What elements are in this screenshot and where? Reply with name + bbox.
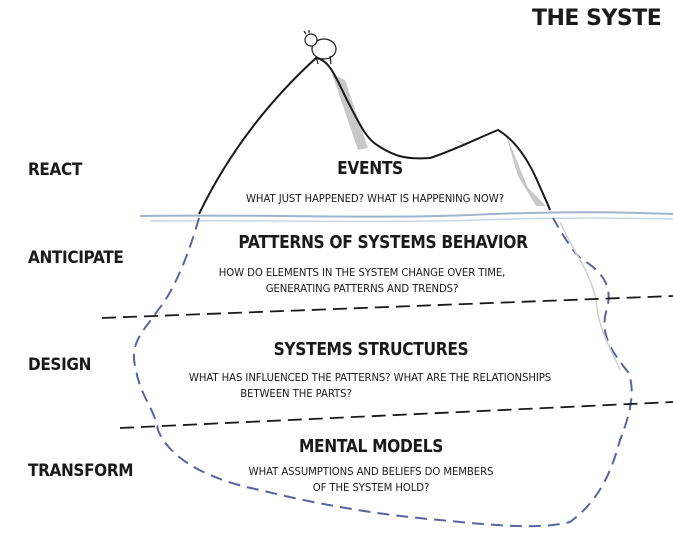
page-title: THE SYSTE	[532, 6, 662, 31]
divider-1	[101, 295, 673, 319]
water-line	[139, 211, 673, 218]
water-line-2	[149, 217, 673, 223]
level-question-patterns-1: HOW DO ELEMENTS IN THE SYSTEM CHANGE OVE…	[218, 266, 506, 279]
level-question-structures-2: BETWEEN THE PARTS?	[240, 387, 352, 400]
level-heading-mental-models: MENTAL MODELS	[298, 436, 444, 457]
side-label-transform: TRANSFORM	[28, 461, 134, 481]
level-heading-patterns: PATTERNS OF SYSTEMS BEHAVIOR	[238, 232, 528, 253]
level-question-mental-models-2: OF THE SYSTEM HOLD?	[312, 481, 430, 494]
side-label-design: DESIGN	[28, 355, 92, 375]
ridge-shadow	[505, 132, 546, 206]
side-label-react: REACT	[28, 160, 82, 180]
mountain-outline	[198, 57, 551, 215]
peak-shadow	[332, 74, 368, 150]
polar-bear-icon	[303, 30, 337, 65]
level-heading-structures: SYSTEMS STRUCTURES	[273, 339, 469, 360]
submerged-sketch-lines	[559, 221, 621, 371]
side-label-anticipate: ANTICIPATE	[28, 248, 124, 268]
level-question-structures-1: WHAT HAS INFLUENCED THE PATTERNS? WHAT A…	[188, 371, 552, 384]
level-question-events-1: WHAT JUST HAPPENED? WHAT IS HAPPENING NO…	[246, 192, 504, 205]
submerged-iceberg-outline	[133, 217, 633, 528]
level-heading-events: EVENTS	[337, 158, 403, 179]
level-question-patterns-2: GENERATING PATTERNS AND TRENDS?	[265, 282, 459, 295]
divider-2	[119, 401, 673, 429]
ridge-shadow-2	[455, 140, 470, 148]
level-question-mental-models-1: WHAT ASSUMPTIONS AND BELIEFS DO MEMBERS	[248, 465, 494, 478]
